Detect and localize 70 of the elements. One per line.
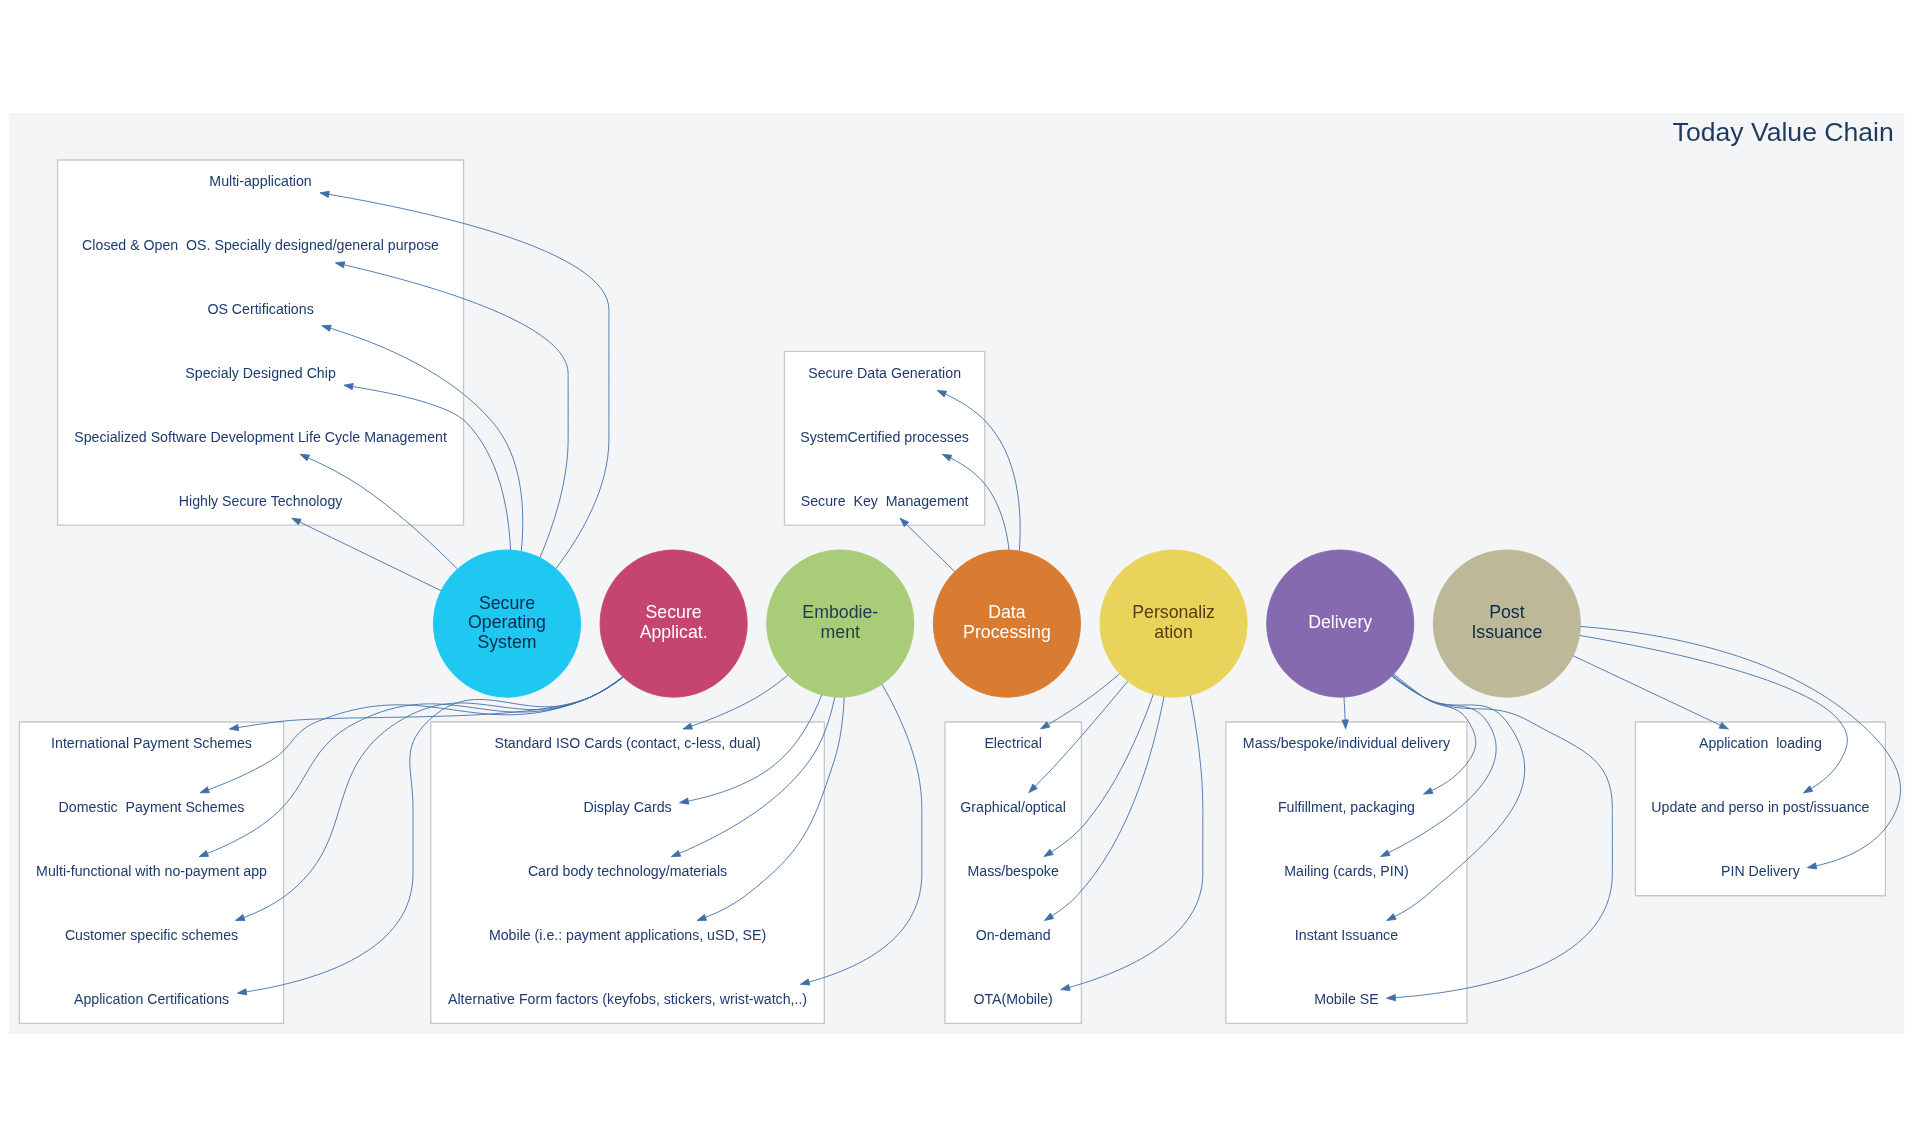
node-text: PIN Delivery xyxy=(1721,863,1800,880)
node-text: Multi-functional with no-payment app xyxy=(36,863,267,880)
node-text: Application Certifications xyxy=(73,990,230,1007)
node-text: Display Cards xyxy=(583,799,672,816)
arrow xyxy=(696,696,845,921)
arrow xyxy=(334,261,569,559)
node-circle: Personaliz ation xyxy=(1099,549,1248,698)
node-text: Alternative Form factors (keyfobs, stickers, wrist-watch,..) xyxy=(447,990,808,1007)
node-text: Mailing (cards, PIN) xyxy=(1284,863,1409,880)
node-text: Electrical xyxy=(984,735,1042,752)
node-text: Update and perso in post/issuance xyxy=(1651,799,1870,816)
node-text: Instant Issuance xyxy=(1294,926,1399,943)
node-text: Graphical/optical xyxy=(960,799,1066,816)
node-text: SystemCertified processes xyxy=(800,428,969,445)
node-circle: Delivery xyxy=(1266,549,1415,698)
arrow xyxy=(1040,673,1120,730)
node-text: OS Certifications xyxy=(207,301,314,318)
node-text: Secure Key Management xyxy=(800,492,969,509)
node-text: Mobile SE xyxy=(1314,990,1379,1007)
node-text: Mass/bespoke/individual delivery xyxy=(1242,735,1451,752)
node-text: Closed & Open OS. Specially designed/general purpose xyxy=(82,237,440,254)
arrow xyxy=(343,383,511,551)
node-text: Secure Data Generation xyxy=(808,364,962,381)
arrow xyxy=(682,674,789,730)
arrow xyxy=(942,453,1010,551)
arrow xyxy=(1386,675,1526,921)
node-circle: Secure Operating System xyxy=(432,549,581,698)
node-text: Specialized Software Development Life Cycle Management xyxy=(74,428,447,445)
node-text: International Payment Schemes xyxy=(51,735,252,752)
arrow xyxy=(1341,696,1349,730)
node-text: Multi-application xyxy=(209,173,312,190)
arrow xyxy=(679,694,823,805)
diagram-title: Today Value Chain xyxy=(1672,117,1894,148)
arrow xyxy=(1044,696,1165,921)
node-text: OTA(Mobile) xyxy=(973,990,1053,1007)
node-text: Mass/bespoke xyxy=(967,863,1059,880)
node-circle: Post Issuance xyxy=(1432,549,1581,698)
arrow xyxy=(237,676,624,996)
arrow xyxy=(1393,673,1477,795)
node-text: Specialy Designed Chip xyxy=(185,364,336,381)
arrow xyxy=(299,453,458,570)
node-text: Mobile (i.e.: payment applications, uSD, SE) xyxy=(488,926,767,943)
node-text: On-demand xyxy=(975,926,1051,943)
node-text: Card body technology/materials xyxy=(527,863,728,880)
node-text: Customer specific schemes xyxy=(64,926,239,943)
arrow xyxy=(1028,681,1128,794)
node-text: Application loading xyxy=(1698,735,1822,752)
node-text: Highly Secure Technology xyxy=(178,492,343,509)
arrow xyxy=(235,676,624,921)
arrow xyxy=(1043,693,1154,857)
arrow xyxy=(800,683,923,986)
arrow xyxy=(1386,675,1613,1002)
arrow xyxy=(899,517,956,573)
node-circle: Data Processing xyxy=(932,549,1081,698)
arrow xyxy=(936,390,1021,552)
node-text: Domestic Payment Schemes xyxy=(58,799,245,816)
arrow xyxy=(321,324,524,552)
node-text: Fulfillment, packaging xyxy=(1277,799,1415,816)
arrow xyxy=(291,517,442,592)
arrow xyxy=(1060,695,1204,991)
arrow xyxy=(1380,674,1497,858)
arrow xyxy=(1579,626,1901,870)
arrow xyxy=(670,696,836,858)
arrow xyxy=(1572,655,1729,730)
arrow xyxy=(1579,635,1848,794)
node-circle: Embodie- ment xyxy=(766,549,915,698)
node-circle: Secure Applicat. xyxy=(599,549,748,698)
arrow xyxy=(198,676,624,858)
node-text: Standard ISO Cards (contact, c-less, dual) xyxy=(494,735,761,752)
arrow xyxy=(319,190,610,569)
